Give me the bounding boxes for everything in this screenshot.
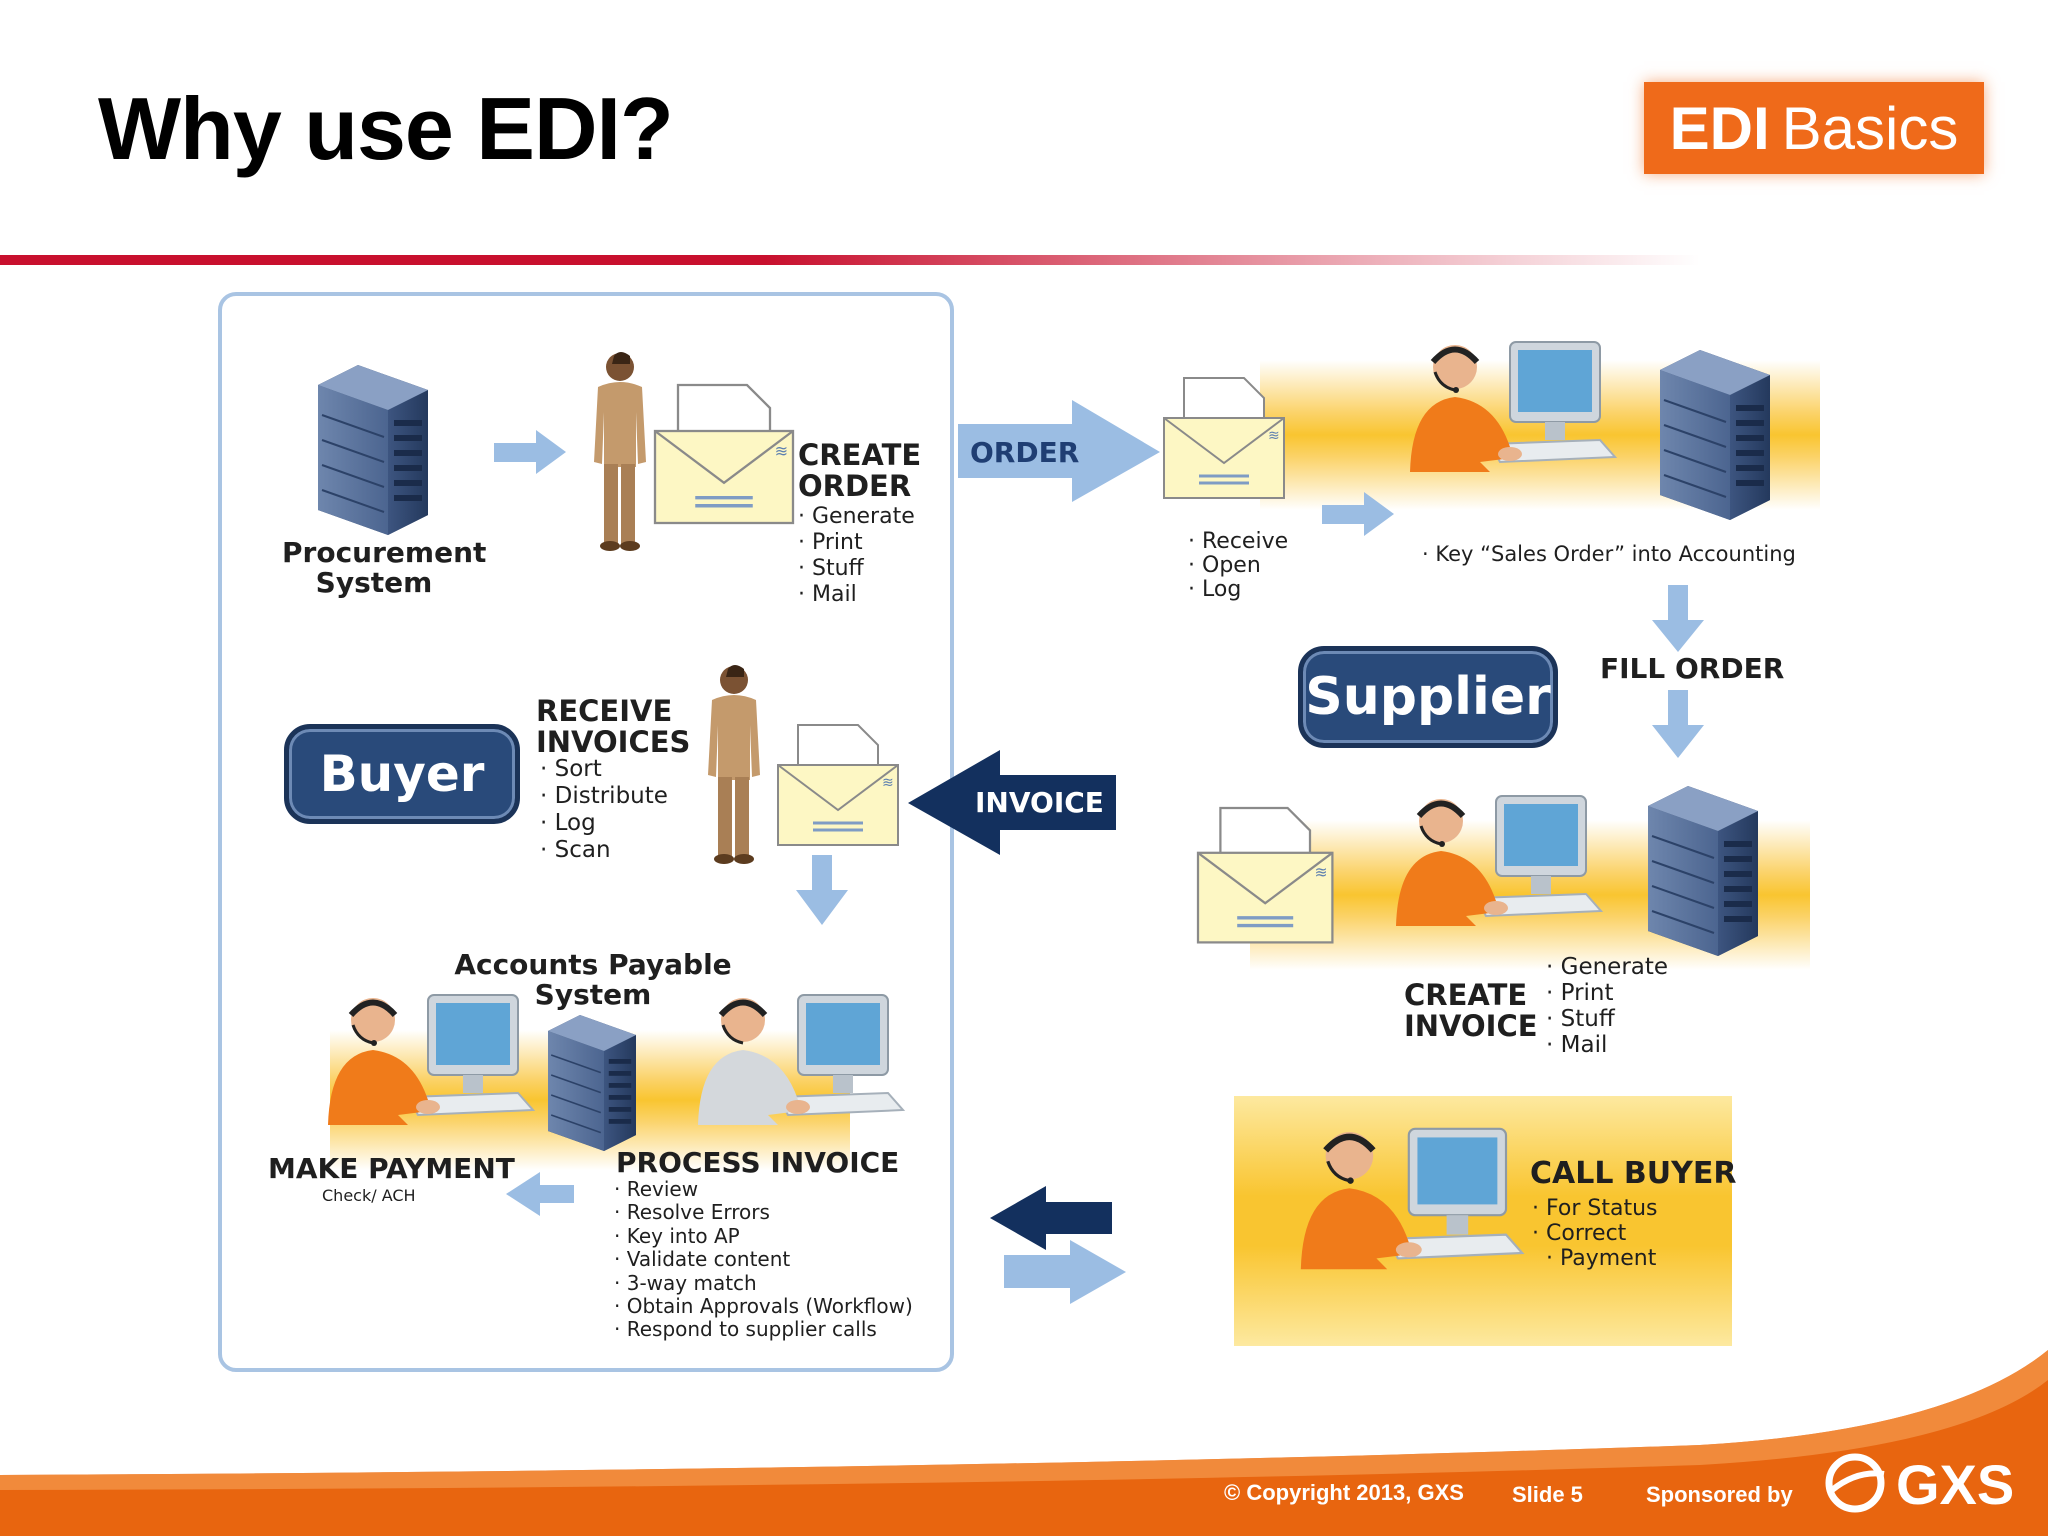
list-item: Validate content bbox=[614, 1247, 913, 1271]
supplier-server-top-icon bbox=[1659, 349, 1771, 521]
create-invoice-title: CREATE INVOICE bbox=[1404, 978, 1538, 1044]
procurement-system-label: Procurement System bbox=[282, 536, 487, 600]
ap-server-icon bbox=[547, 1014, 637, 1152]
list-item: Review bbox=[614, 1177, 913, 1201]
order-arrow-label: ORDER bbox=[970, 436, 1080, 469]
supplier-badge: Supplier bbox=[1298, 646, 1558, 748]
logo-basics: Basics bbox=[1781, 94, 1959, 162]
list-item: For Status bbox=[1532, 1196, 1657, 1221]
invoice-receiver-person-icon bbox=[708, 665, 760, 864]
footer-swoosh bbox=[0, 1350, 2048, 1536]
supplier-server-bottom-icon bbox=[1647, 785, 1759, 957]
process-to-payment-arrow bbox=[506, 1172, 574, 1216]
procurement-server-icon bbox=[317, 364, 429, 536]
slide-title: Why use EDI? bbox=[98, 79, 674, 178]
ap-system-label: Accounts Payable System bbox=[454, 948, 732, 1012]
supplier-invoice-operator-icon bbox=[1396, 796, 1601, 926]
list-item: Mail bbox=[798, 582, 915, 608]
buyer-person-icon bbox=[594, 352, 646, 551]
buyer-badge: Buyer bbox=[284, 724, 520, 824]
list-item: Stuff bbox=[798, 556, 915, 582]
receive-invoices-title: RECEIVE INVOICES bbox=[536, 694, 691, 760]
list-item: Scan bbox=[540, 837, 668, 864]
fill-order-arrow-bottom bbox=[1652, 690, 1704, 758]
create-order-steps: Generate Print Stuff Mail bbox=[798, 504, 915, 608]
list-item: Correct bbox=[1532, 1221, 1657, 1246]
list-item: Mail bbox=[1546, 1032, 1668, 1058]
list-item: Open bbox=[1188, 554, 1288, 578]
list-item: Generate bbox=[1546, 954, 1668, 980]
gxs-logo-text: GXS bbox=[1896, 1453, 2015, 1516]
invoice-to-ap-arrow bbox=[796, 855, 848, 925]
list-item: Log bbox=[540, 810, 668, 837]
list-item: Print bbox=[1546, 980, 1668, 1006]
footer-copyright: © Copyright 2013, GXS bbox=[1224, 1480, 1464, 1505]
process-invoice-title: PROCESS INVOICE bbox=[616, 1146, 900, 1179]
make-payment-subtitle: Check/ ACH bbox=[322, 1186, 416, 1205]
list-item: Key into AP bbox=[614, 1224, 913, 1248]
exchange-arrow-right-icon bbox=[1004, 1240, 1126, 1304]
order-envelope-icon bbox=[653, 383, 795, 525]
create-invoice-steps: Generate Print Stuff Mail bbox=[1546, 954, 1668, 1058]
list-item: Sort bbox=[540, 756, 668, 783]
footer-slide-number: Slide 5 bbox=[1512, 1482, 1583, 1507]
make-payment-title: MAKE PAYMENT bbox=[268, 1152, 515, 1185]
process-invoice-operator-icon bbox=[698, 995, 903, 1125]
fill-order-label: FILL ORDER bbox=[1600, 652, 1785, 685]
create-order-title: CREATE ORDER bbox=[798, 438, 922, 504]
call-buyer-reasons: For Status Correct Payment bbox=[1532, 1196, 1657, 1271]
list-item: Resolve Errors bbox=[614, 1200, 913, 1224]
edi-basics-logo: EDI Basics bbox=[1644, 82, 1984, 174]
invoice-arrow-icon bbox=[908, 750, 1116, 855]
buyer-process-panel bbox=[218, 292, 954, 1372]
fill-order-arrow-top bbox=[1652, 585, 1704, 652]
exchange-arrow-left-icon bbox=[990, 1186, 1112, 1250]
receive-invoices-steps: Sort Distribute Log Scan bbox=[540, 756, 668, 864]
logo-edi: EDI bbox=[1669, 94, 1770, 162]
receive-to-key-arrow bbox=[1322, 492, 1394, 536]
list-item: Obtain Approvals (Workflow) bbox=[614, 1294, 913, 1318]
call-buyer-title: CALL BUYER bbox=[1530, 1156, 1737, 1191]
supplier-order-operator-icon bbox=[1410, 342, 1615, 472]
process-invoice-steps: Review Resolve Errors Key into AP Valida… bbox=[614, 1177, 913, 1342]
invoice-arrow-label: INVOICE bbox=[975, 786, 1104, 819]
title-divider bbox=[0, 255, 1700, 265]
list-item: Receive bbox=[1188, 530, 1288, 554]
supplier-received-envelope-icon bbox=[1162, 376, 1286, 500]
order-arrow-icon bbox=[958, 400, 1160, 502]
list-item: Print bbox=[798, 530, 915, 556]
list-item: Stuff bbox=[1546, 1006, 1668, 1032]
supplier-receive-steps: Receive Open Log bbox=[1188, 530, 1288, 602]
list-item: Respond to supplier calls bbox=[614, 1318, 913, 1342]
key-sales-order-step: · Key “Sales Order” into Accounting bbox=[1422, 542, 1796, 566]
procurement-to-order-arrow bbox=[494, 430, 566, 474]
list-item: Log bbox=[1188, 578, 1288, 602]
call-buyer-operator-icon bbox=[1301, 1129, 1522, 1269]
list-item: Generate bbox=[798, 504, 915, 530]
received-invoice-envelope-icon bbox=[776, 723, 900, 847]
gxs-globe-icon bbox=[1825, 1453, 1885, 1513]
make-payment-operator-icon bbox=[328, 995, 533, 1125]
list-item: Distribute bbox=[540, 783, 668, 810]
list-item: 3-way match bbox=[614, 1271, 913, 1295]
footer-sponsored-by: Sponsored by bbox=[1646, 1482, 1793, 1507]
supplier-invoice-envelope-icon bbox=[1196, 806, 1335, 945]
list-item: Payment bbox=[1532, 1246, 1657, 1271]
